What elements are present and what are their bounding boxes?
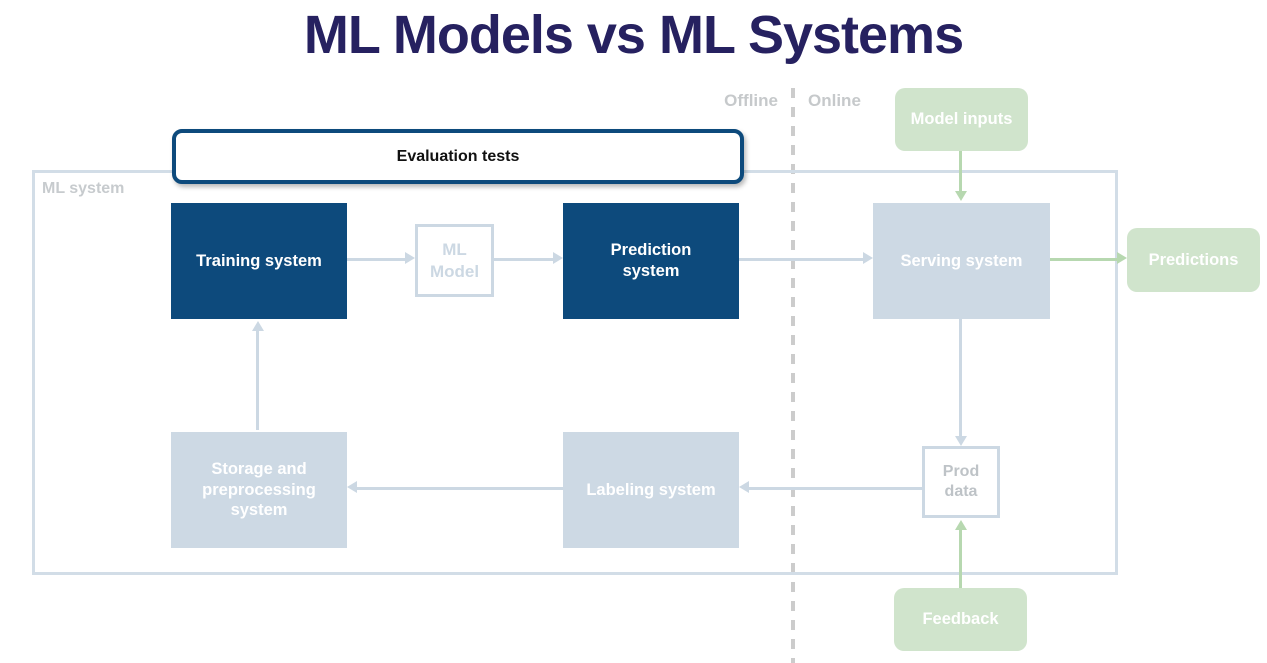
node-labeling-system-label: Labeling system	[586, 480, 716, 499]
arrow-serving-to-predictions	[1050, 258, 1118, 261]
arrowhead-prediction-to-serving	[863, 252, 873, 264]
node-prediction-system: Prediction system	[563, 203, 739, 319]
ml-system-frame-label: ML system	[42, 180, 125, 197]
node-prod-data: Prod data	[922, 446, 1000, 518]
arrow-storage-to-training	[256, 331, 259, 430]
arrow-mlmodel-to-prediction	[494, 258, 553, 261]
arrowhead-modelinputs-to-serving	[955, 191, 967, 201]
arrowhead-training-to-mlmodel	[405, 252, 415, 264]
arrowhead-proddata-to-labeling	[739, 481, 749, 493]
zone-label-offline: Offline	[724, 91, 778, 110]
zone-label-online: Online	[808, 91, 861, 110]
page-title: ML Models vs ML Systems	[303, 5, 964, 65]
arrowhead-mlmodel-to-prediction	[553, 252, 563, 264]
arrow-prediction-to-serving	[739, 258, 863, 261]
node-prediction-system-label: Prediction system	[610, 241, 692, 280]
node-prod-data-label: Prod data	[942, 463, 980, 500]
arrow-modelinputs-to-serving	[959, 151, 962, 192]
node-feedback-label: Feedback	[922, 610, 999, 629]
arrow-labeling-to-storage	[357, 487, 563, 490]
node-ml-model-label: ML Model	[429, 240, 480, 281]
node-predictions: Predictions	[1127, 228, 1260, 292]
arrow-feedback-to-proddata	[959, 529, 962, 588]
arrow-proddata-to-labeling	[749, 487, 922, 490]
node-training-system: Training system	[171, 203, 347, 319]
node-feedback: Feedback	[894, 588, 1027, 651]
arrowhead-feedback-to-proddata	[955, 520, 967, 530]
node-predictions-label: Predictions	[1148, 250, 1239, 269]
node-ml-model: ML Model	[415, 224, 494, 297]
arrowhead-labeling-to-storage	[347, 481, 357, 493]
node-serving-system: Serving system	[873, 203, 1050, 319]
node-labeling-system: Labeling system	[563, 432, 739, 548]
node-evaluation-tests-label: Evaluation tests	[396, 147, 520, 165]
offline-online-divider-line	[791, 88, 795, 663]
node-model-inputs-label: Model inputs	[910, 110, 1013, 129]
node-storage-preprocessing-system-label: Storage and preprocessing system	[202, 460, 316, 520]
node-training-system-label: Training system	[196, 251, 322, 270]
arrow-training-to-mlmodel	[347, 258, 405, 261]
node-model-inputs: Model inputs	[895, 88, 1028, 151]
arrowhead-storage-to-training	[252, 321, 264, 331]
node-storage-preprocessing-system: Storage and preprocessing system	[171, 432, 347, 548]
arrowhead-serving-to-predictions	[1117, 252, 1127, 264]
node-serving-system-label: Serving system	[900, 251, 1023, 270]
arrowhead-serving-to-proddata	[955, 436, 967, 446]
arrow-serving-to-proddata	[959, 319, 962, 436]
node-evaluation-tests: Evaluation tests	[172, 129, 744, 184]
